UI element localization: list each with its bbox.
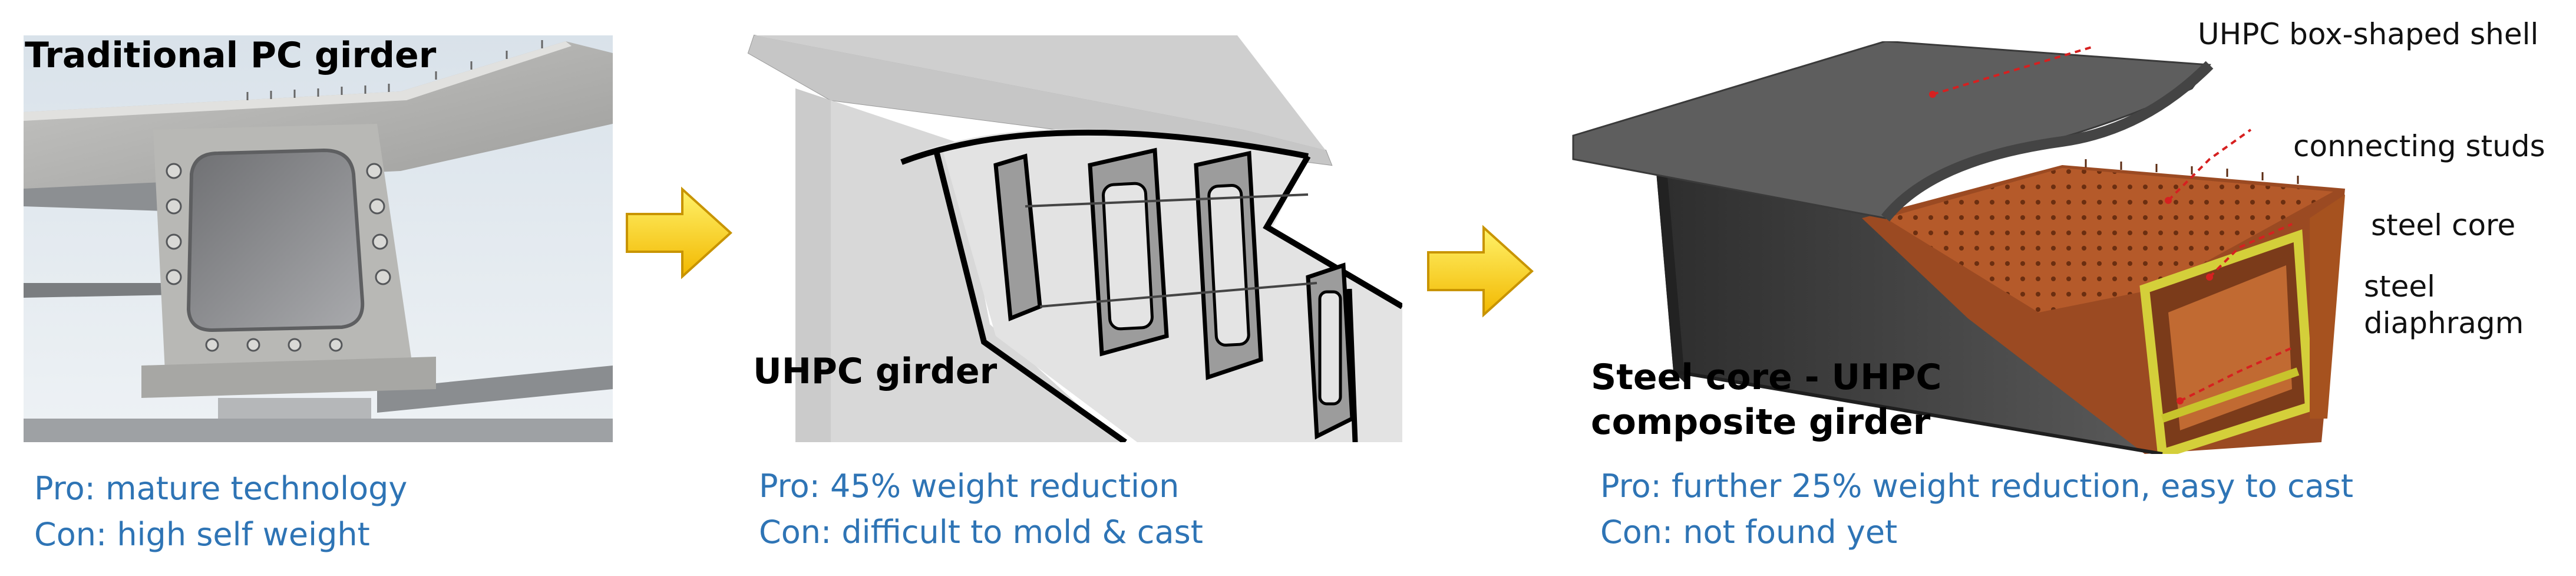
panel-title-pc-girder: Traditional PC girder [25,35,437,76]
composite-girder-con: Con: not found yet [1600,514,1898,551]
right-arrow-icon [626,186,732,279]
callout-steel-diaphragm-line1: steel [2364,269,2436,304]
uhpc-girder-pro: Pro: 45% weight reduction [759,468,1180,505]
panel-title-composite-line1: Steel core - UHPC [1591,357,1942,398]
pc-girder-con: Con: high self weight [34,516,370,553]
composite-girder-pro: Pro: further 25% weight reduction, easy … [1600,468,2354,505]
panel-title-uhpc-girder: UHPC girder [753,351,998,392]
callout-steel-diaphragm-line2: diaphragm [2364,306,2524,340]
callout-steel-core: steel core [2371,208,2516,242]
callout-uhpc-shell: UHPC box-shaped shell [2198,17,2539,51]
uhpc-girder-illustration [747,34,1402,442]
panel-title-composite-line2: composite girder [1591,401,1931,443]
pc-girder-pro: Pro: mature technology [34,470,408,507]
pc-girder-illustration [24,35,613,442]
callout-connecting-studs: connecting studs [2293,129,2545,163]
right-arrow-icon [1427,225,1534,318]
composite-girder-illustration [1572,41,2345,454]
uhpc-girder-con: Con: difficult to mold & cast [759,514,1203,551]
